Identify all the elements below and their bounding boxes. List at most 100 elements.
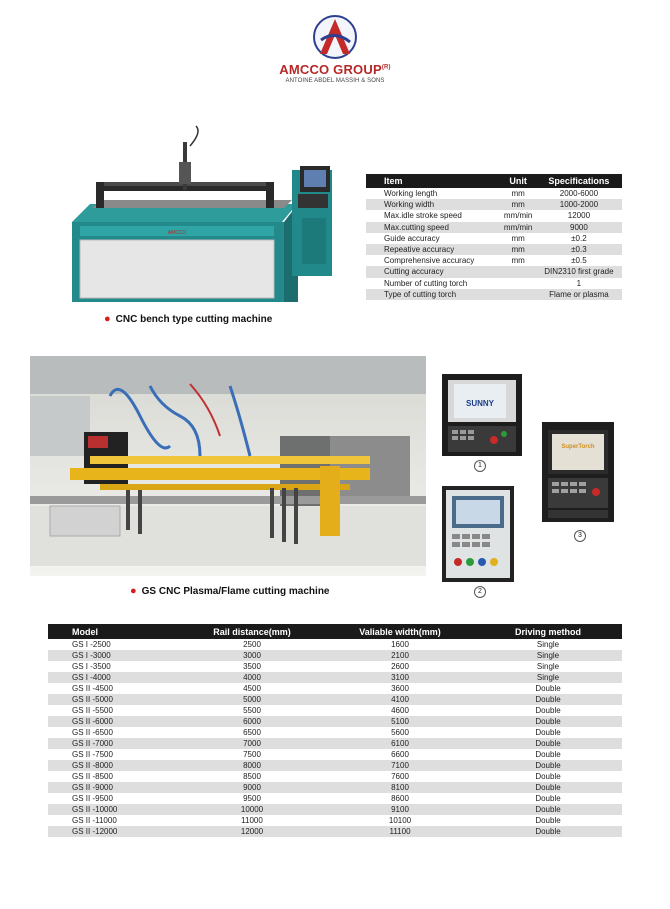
model-cell: GS I -4000 bbox=[48, 672, 178, 683]
spec-item: Cutting accuracy bbox=[366, 266, 501, 278]
model-cell: GS II -6500 bbox=[72, 728, 113, 737]
table-row: GS II -9500 9500 8600 Double bbox=[48, 793, 622, 804]
width-cell: 5100 bbox=[326, 716, 474, 727]
driving-method-cell: Double bbox=[535, 794, 561, 803]
driving-method-cell: Double bbox=[535, 816, 561, 825]
rail-distance-cell: 5500 bbox=[243, 706, 261, 715]
spec-item: Max.idle stroke speed bbox=[384, 211, 462, 221]
rail-distance-cell: 10000 bbox=[178, 804, 326, 815]
spec-unit: mm/min bbox=[500, 221, 536, 233]
spec-unit: mm bbox=[511, 256, 525, 266]
spec-value: 2000-6000 bbox=[559, 189, 599, 198]
spec-unit bbox=[500, 278, 535, 289]
spec-value: Flame or plasma bbox=[535, 288, 622, 301]
spec-item: Working width bbox=[366, 199, 501, 211]
spec-unit bbox=[500, 288, 536, 301]
spec-unit bbox=[500, 266, 536, 278]
model-header-driving-method: Driving method bbox=[474, 624, 622, 639]
driving-method-cell: Double bbox=[535, 750, 561, 759]
model-cell: GS II -8000 bbox=[48, 760, 178, 771]
rail-distance-cell: 7500 bbox=[243, 750, 261, 759]
spec-unit: mm/min bbox=[503, 211, 533, 221]
spec-value: ±0.3 bbox=[535, 244, 622, 256]
gs-plasma-flame-machine-image bbox=[30, 356, 426, 576]
width-cell: 7600 bbox=[391, 772, 409, 781]
driving-method-cell: Double bbox=[474, 738, 622, 749]
spec-unit: mm bbox=[511, 233, 525, 243]
controller-1-screen-text: SUNNY bbox=[466, 399, 495, 408]
rail-distance-cell: 6500 bbox=[243, 728, 261, 737]
model-cell: GS II -5000 bbox=[48, 694, 178, 705]
model-cell: GS II -9500 bbox=[72, 794, 113, 803]
spec-unit: mm bbox=[500, 199, 536, 211]
rail-distance-cell: 3500 bbox=[243, 662, 261, 671]
controller-3-screen-text: SuperTorch bbox=[561, 444, 595, 450]
cnc-controller-image-1: SUNNY bbox=[442, 374, 522, 456]
driving-method-cell: Double bbox=[535, 684, 561, 693]
rail-distance-cell: 3000 bbox=[178, 650, 326, 661]
spec-item: Max.cutting speed bbox=[366, 221, 501, 233]
spec-row: Type of cutting torch Flame or plasma bbox=[366, 288, 622, 301]
model-specification-table: Model Rail distance(mm) Valiable width(m… bbox=[48, 624, 622, 837]
rail-distance-cell: 11000 bbox=[241, 816, 263, 825]
width-cell: 3100 bbox=[326, 672, 474, 683]
model-cell: GS II -6000 bbox=[48, 716, 178, 727]
driving-method-cell: Double bbox=[474, 716, 622, 727]
spec-item: Type of cutting torch bbox=[366, 288, 501, 301]
width-cell: 2600 bbox=[391, 662, 409, 671]
spec-unit: mm bbox=[500, 244, 536, 256]
driving-method-cell: Single bbox=[474, 650, 622, 661]
driving-method-cell: Single bbox=[474, 672, 622, 683]
model-header-variable-width: Valiable width(mm) bbox=[326, 624, 474, 639]
width-cell: 6600 bbox=[391, 750, 409, 759]
width-cell: 10100 bbox=[388, 816, 412, 825]
cnc-controller-image-3: SuperTorch bbox=[542, 422, 614, 522]
spec-item: Comprehensive accuracy bbox=[384, 256, 475, 266]
model-cell: GS II -12000 bbox=[48, 826, 178, 837]
bullet-dot-icon: ● bbox=[104, 313, 111, 325]
rail-distance-cell: 8000 bbox=[178, 760, 326, 771]
company-subtitle: ANTOINE ABDEL MASSIH & SONS bbox=[285, 78, 385, 84]
driving-method-cell: Double bbox=[474, 782, 622, 793]
width-cell: 6100 bbox=[326, 738, 474, 749]
rail-distance-cell: 4000 bbox=[178, 672, 326, 683]
model-cell: GS II -7000 bbox=[48, 738, 178, 749]
controller-number-badge: 1 bbox=[474, 460, 486, 472]
model-cell: GS I -3500 bbox=[72, 662, 111, 671]
machine-brand-label: AMCCO bbox=[168, 230, 187, 236]
spec-item: Guide accuracy bbox=[384, 233, 440, 243]
rail-distance-cell: 7000 bbox=[178, 738, 326, 749]
driving-method-cell: Double bbox=[474, 694, 622, 705]
rail-distance-cell: 9500 bbox=[243, 794, 261, 803]
spec-item: Repeative accuracy bbox=[366, 244, 501, 256]
cnc-controller-image-2 bbox=[442, 486, 514, 582]
rail-distance-cell: 12000 bbox=[178, 826, 326, 837]
width-cell: 7100 bbox=[326, 760, 474, 771]
spec-unit: mm bbox=[511, 189, 525, 198]
width-cell: 8600 bbox=[391, 794, 409, 803]
width-cell: 3600 bbox=[391, 684, 409, 693]
rail-distance-cell: 9000 bbox=[178, 782, 326, 793]
model-cell: GS I -3000 bbox=[48, 650, 178, 661]
spec-value: DIN2310 first grade bbox=[535, 266, 622, 278]
company-name: AMCCO GROUP(R) bbox=[279, 62, 391, 77]
spec-value: 1000-2000 bbox=[535, 199, 622, 211]
width-cell: 11100 bbox=[326, 826, 474, 837]
